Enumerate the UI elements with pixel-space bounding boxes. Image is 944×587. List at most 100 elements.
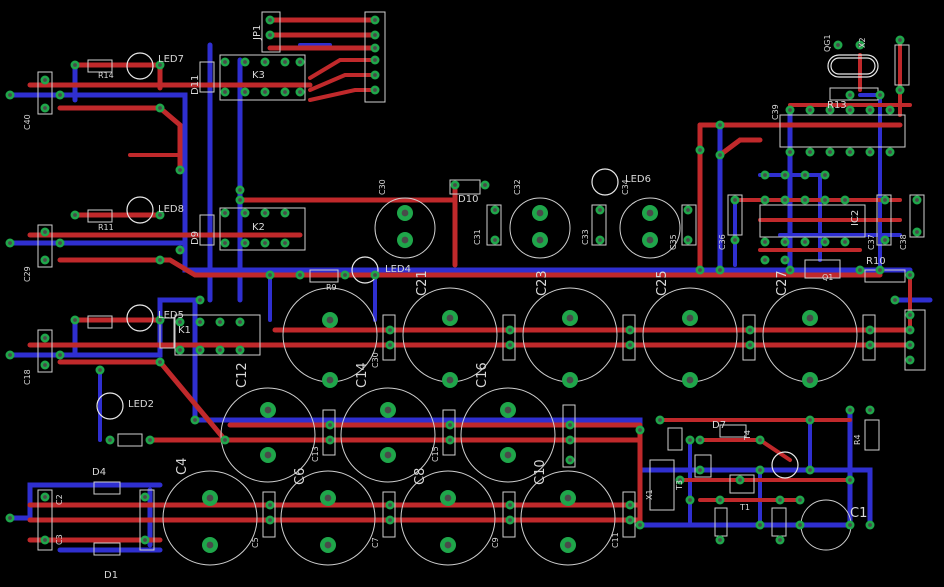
diode-outline bbox=[93, 481, 121, 495]
label-r9: R9 bbox=[326, 283, 337, 292]
drill-hole bbox=[564, 494, 572, 502]
label-layer: C21 C23 C25 C27 C12 C14 C16 C6 C8 C10 C4… bbox=[23, 25, 908, 581]
drill-hole bbox=[143, 538, 147, 542]
drill-hole bbox=[783, 198, 787, 202]
drill-hole bbox=[243, 60, 247, 64]
drill-hole bbox=[848, 523, 852, 527]
drill-hole bbox=[508, 518, 512, 522]
drill-hole bbox=[388, 328, 392, 332]
drill-hole bbox=[868, 150, 872, 154]
label-c4: C4 bbox=[175, 458, 190, 475]
label-c6: C6 bbox=[293, 468, 308, 485]
drill-hole bbox=[238, 320, 242, 324]
label-c36: C36 bbox=[718, 234, 727, 250]
label-d9: D9 bbox=[190, 231, 201, 245]
label-t3: T3 bbox=[675, 480, 684, 491]
drill-hole bbox=[401, 236, 409, 244]
label-c37: C37 bbox=[867, 234, 876, 250]
drill-hole bbox=[598, 208, 602, 212]
resistor-outline bbox=[87, 315, 113, 329]
drill-hole bbox=[698, 268, 702, 272]
label-c12: C12 bbox=[235, 362, 250, 388]
label-c15: C15 bbox=[431, 446, 440, 462]
drill-hole bbox=[446, 376, 454, 384]
capacitor-outline bbox=[280, 470, 376, 566]
drill-hole bbox=[283, 60, 287, 64]
label-c35: C35 bbox=[669, 234, 678, 250]
drill-hole bbox=[158, 213, 162, 217]
drill-hole bbox=[263, 90, 267, 94]
drill-hole bbox=[73, 63, 77, 67]
drill-hole bbox=[328, 438, 332, 442]
small-cap-outline bbox=[622, 491, 636, 538]
diode-outline bbox=[199, 214, 215, 246]
small-cap-outline bbox=[322, 409, 336, 456]
drill-hole bbox=[43, 230, 47, 234]
drill-hole bbox=[268, 33, 272, 37]
label-c25: C25 bbox=[655, 270, 670, 296]
label-k2: K2 bbox=[252, 222, 265, 233]
drill-hole bbox=[823, 173, 827, 177]
label-c30: C30 bbox=[371, 352, 380, 368]
drill-hole bbox=[564, 541, 572, 549]
drill-hole bbox=[444, 494, 452, 502]
label-t4: T4 bbox=[743, 430, 752, 441]
small-cap-outline bbox=[139, 489, 155, 551]
drill-hole bbox=[718, 153, 722, 157]
label-x2: X2 bbox=[858, 37, 867, 48]
drill-hole bbox=[384, 451, 392, 459]
label-led7: LED7 bbox=[158, 54, 184, 65]
drill-hole bbox=[238, 348, 242, 352]
small-cap-outline bbox=[667, 427, 683, 451]
drill-hole bbox=[908, 343, 912, 347]
drill-hole bbox=[628, 503, 632, 507]
drill-hole bbox=[686, 238, 690, 242]
drill-hole bbox=[806, 314, 814, 322]
drill-hole bbox=[198, 298, 202, 302]
drill-hole bbox=[898, 88, 902, 92]
drill-hole bbox=[373, 273, 377, 277]
label-c18: C18 bbox=[23, 369, 32, 385]
drill-hole bbox=[808, 150, 812, 154]
drill-hole bbox=[263, 211, 267, 215]
drill-hole bbox=[158, 360, 162, 364]
label-c40: C40 bbox=[23, 114, 32, 130]
drill-hole bbox=[908, 273, 912, 277]
drill-hole bbox=[326, 376, 334, 384]
drill-hole bbox=[915, 230, 919, 234]
label-r11: R11 bbox=[98, 223, 114, 232]
drill-hole bbox=[73, 213, 77, 217]
drill-hole bbox=[373, 88, 377, 92]
drill-hole bbox=[566, 376, 574, 384]
label-k1: K1 bbox=[178, 325, 191, 336]
drill-hole bbox=[268, 18, 272, 22]
drill-hole bbox=[688, 438, 692, 442]
drill-hole bbox=[8, 516, 12, 520]
small-cap-outline bbox=[876, 194, 892, 246]
label-c21: C21 bbox=[415, 270, 430, 296]
drill-hole bbox=[848, 408, 852, 412]
diode-outline bbox=[649, 459, 675, 511]
drill-hole bbox=[868, 108, 872, 112]
drill-hole bbox=[893, 298, 897, 302]
resistor-outline bbox=[117, 433, 143, 447]
capacitor-outline bbox=[619, 197, 681, 259]
drill-hole bbox=[763, 240, 767, 244]
header-outline bbox=[364, 11, 386, 103]
drill-hole bbox=[868, 343, 872, 347]
small-cap-outline bbox=[262, 491, 276, 538]
drill-hole bbox=[373, 73, 377, 77]
led-outline bbox=[126, 52, 154, 80]
led-outline bbox=[771, 451, 799, 479]
drill-hole bbox=[373, 18, 377, 22]
drill-hole bbox=[298, 273, 302, 277]
label-c33: C33 bbox=[581, 229, 590, 245]
small-cap-outline bbox=[909, 194, 925, 238]
drill-hole bbox=[493, 208, 497, 212]
drill-hole bbox=[504, 451, 512, 459]
drill-hole bbox=[748, 343, 752, 347]
drill-hole bbox=[43, 336, 47, 340]
drill-hole bbox=[763, 198, 767, 202]
drill-hole bbox=[883, 198, 887, 202]
drill-hole bbox=[536, 209, 544, 217]
